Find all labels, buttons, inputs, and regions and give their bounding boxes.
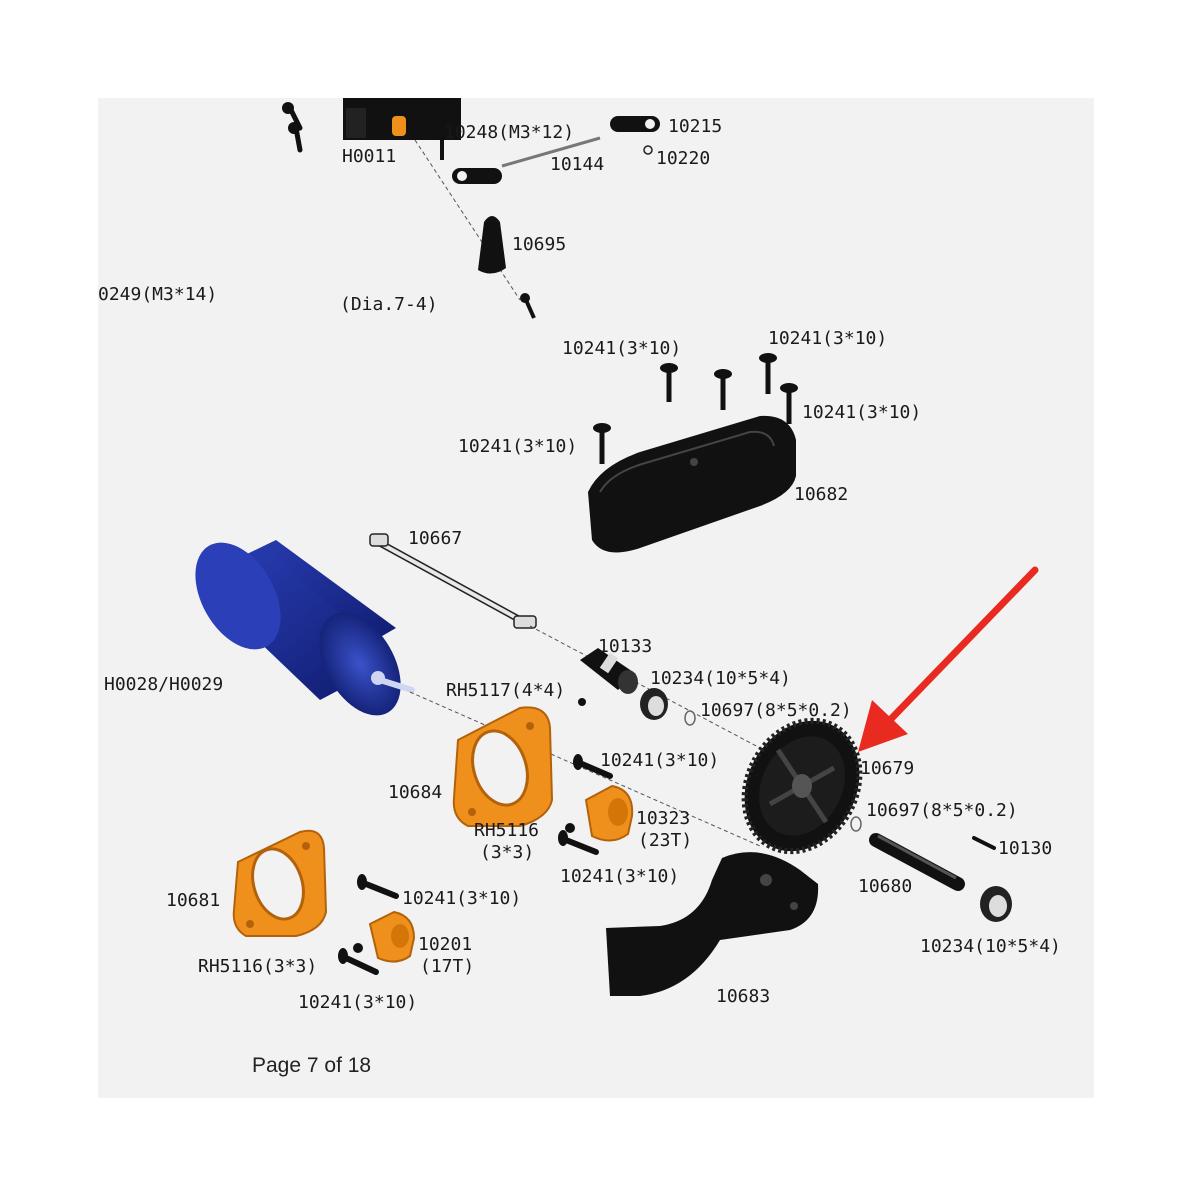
- driveshaft-10667-icon: [369, 533, 537, 629]
- motor-mount-10684-icon: [452, 706, 554, 827]
- gear-case-10683-icon: [606, 852, 819, 996]
- part-label: 10241(3*10): [402, 888, 521, 909]
- part-label: H0011: [342, 146, 396, 167]
- bearing-10234-icon: [980, 886, 1012, 922]
- part-label: 10220: [656, 148, 710, 169]
- page-number: Page 7 of 18: [252, 1054, 371, 1077]
- part-label: 10241(3*10): [768, 328, 887, 349]
- part-label: 10323: [636, 808, 690, 829]
- part-label: 10681: [166, 890, 220, 911]
- part-label: 10682: [794, 484, 848, 505]
- pinion-screw-icon: [338, 948, 379, 975]
- callout-arrow-icon: [858, 566, 1039, 752]
- part-label: 10234(10*5*4): [920, 936, 1061, 957]
- motor-mount-10681-icon: [232, 829, 328, 937]
- bearing-10234-icon: [640, 688, 668, 720]
- servo-mount-screw-icon: [282, 102, 303, 153]
- part-label: 10684: [388, 782, 442, 803]
- clip-10220-icon: [643, 145, 653, 155]
- assembly-guide-line: [414, 139, 521, 301]
- set-screw-rh5117-icon: [578, 698, 586, 706]
- part-label: H0028/H0029: [104, 674, 223, 695]
- cover-screw-icon: [660, 363, 678, 402]
- part-label: 10667: [408, 528, 462, 549]
- pushrod-10144-icon: [501, 136, 601, 168]
- part-label: 10144: [550, 154, 604, 175]
- part-label: 0249(M3*14): [98, 284, 217, 305]
- pinion-screw-icon: [357, 874, 399, 899]
- set-screw-rh5116-icon: [353, 943, 363, 953]
- part-label: 10683: [716, 986, 770, 1007]
- pinion-10323-icon: [584, 784, 634, 842]
- part-label: RH5116(3*3): [198, 956, 317, 977]
- part-label: 10241(3*10): [298, 992, 417, 1013]
- part-label: (17T): [420, 956, 474, 977]
- part-label: 10130: [998, 838, 1052, 859]
- part-label: 10133: [598, 636, 652, 657]
- part-label: 10241(3*10): [560, 866, 679, 887]
- set-screw-rh5116-icon: [565, 823, 575, 833]
- axis-guide-line: [409, 691, 761, 847]
- part-label: RH5117(4*4): [446, 680, 565, 701]
- brushless-motor-icon: [195, 540, 415, 716]
- part-label: (3*3): [480, 842, 534, 863]
- cover-screw-icon: [714, 369, 732, 410]
- screw-10248-icon: [437, 129, 447, 160]
- part-label: 10241(3*10): [600, 750, 719, 771]
- screw-10249-icon: [520, 293, 536, 319]
- part-label: 10680: [858, 876, 912, 897]
- part-label: 10679: [860, 758, 914, 779]
- diagram-reference: (Dia.7-4): [340, 294, 438, 315]
- part-label: 10201: [418, 934, 472, 955]
- part-label: 10215: [668, 116, 722, 137]
- part-label: RH5116: [474, 820, 539, 841]
- coupler-10133-icon: [580, 648, 638, 694]
- part-label: 10241(3*10): [458, 436, 577, 457]
- ball-link-10215-icon: [610, 116, 660, 132]
- axis-guide-line: [529, 625, 761, 749]
- part-label: 10695: [512, 234, 566, 255]
- part-label: 10697(8*5*0.2): [866, 800, 1018, 821]
- part-label: 10697(8*5*0.2): [700, 700, 852, 721]
- cover-screw-icon: [780, 383, 798, 424]
- pinion-screw-icon: [573, 754, 613, 779]
- gear-cover-10682-icon: [588, 415, 796, 553]
- part-label: (23T): [638, 830, 692, 851]
- cover-screw-icon: [593, 423, 611, 464]
- ball-link-icon: [452, 168, 502, 184]
- pinion-screw-icon: [558, 830, 599, 855]
- shim-10697-icon: [850, 816, 862, 832]
- cover-screw-icon: [759, 353, 777, 394]
- pinion-10201-icon: [368, 910, 416, 963]
- part-label: 10248(M3*12): [444, 122, 574, 143]
- spur-gear-10679-icon: [741, 717, 863, 855]
- part-label: 10241(3*10): [562, 338, 681, 359]
- part-label: 10241(3*10): [802, 402, 921, 423]
- part-label: 10234(10*5*4): [650, 668, 791, 689]
- shaft-10680-icon: [869, 833, 965, 891]
- shim-10697-icon: [684, 710, 696, 726]
- pin-10130-icon: [972, 836, 996, 850]
- servo-horn-10695-icon: [478, 216, 506, 274]
